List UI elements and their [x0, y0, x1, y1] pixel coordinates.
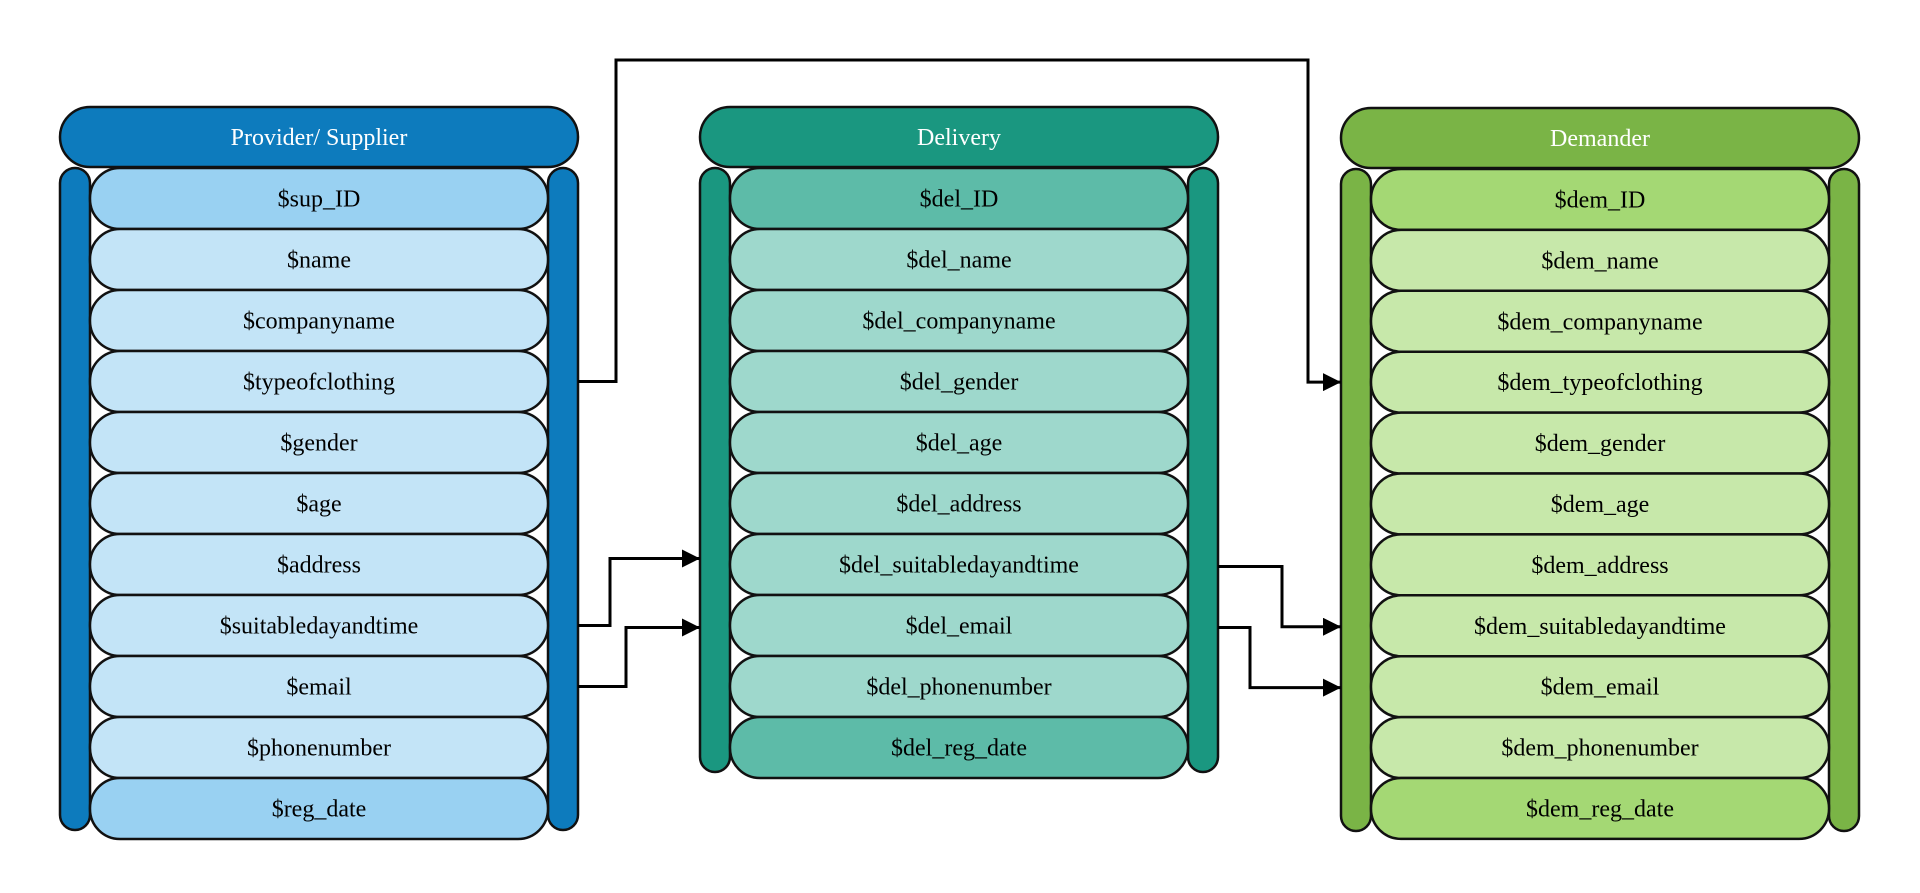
field-label: $address [277, 553, 361, 579]
table-supplier: Provider/ Supplier $sup_ID $name $companyna… [58, 105, 580, 841]
field-label: $dem_age [1551, 492, 1650, 518]
field-label: $del_companyname [862, 309, 1055, 335]
field-label: $sup_ID [278, 187, 361, 213]
field-label: $del_address [896, 492, 1021, 518]
field-row: $sup_ID [88, 166, 550, 231]
field-label: $dem_gender [1535, 431, 1666, 457]
table-right-rail [1186, 166, 1220, 774]
field-row: $del_name [728, 227, 1190, 292]
field-label: $email [286, 675, 352, 701]
field-row: $del_phonenumber [728, 654, 1190, 719]
field-row: $suitabledayandtime [88, 593, 550, 658]
field-row: $del_age [728, 410, 1190, 475]
field-row: $dem_address [1369, 533, 1831, 597]
connector-arrow [578, 618, 700, 688]
table-title: Provider/ Supplier [231, 125, 408, 151]
field-row: $del_ID [728, 166, 1190, 231]
field-label: $age [296, 492, 341, 518]
table-right-rail [546, 166, 580, 832]
field-row: $typeofclothing [88, 349, 550, 414]
field-row: $dem_gender [1369, 411, 1831, 475]
table-left-rail [1339, 167, 1373, 833]
field-label: $dem_email [1541, 675, 1660, 701]
field-label: $dem_name [1541, 248, 1658, 274]
table-left-rail [698, 166, 732, 774]
field-row: $address [88, 532, 550, 597]
field-row: $companyname [88, 288, 550, 353]
field-row: $del_reg_date [728, 715, 1190, 780]
field-label: $dem_phonenumber [1501, 736, 1698, 762]
field-label: $del_suitabledayandtime [839, 553, 1079, 579]
field-label: $del_ID [920, 187, 999, 213]
field-pill [88, 776, 550, 841]
field-row: $dem_ID [1369, 167, 1831, 232]
field-row: $del_address [728, 471, 1190, 536]
field-row: $del_suitabledayandtime [728, 532, 1190, 597]
field-label: $gender [280, 431, 357, 457]
field-row: $phonenumber [88, 715, 550, 780]
field-label: $dem_suitabledayandtime [1474, 614, 1726, 640]
field-row: $dem_companyname [1369, 289, 1831, 353]
field-label: $suitabledayandtime [220, 614, 419, 640]
field-label: $dem_companyname [1497, 309, 1702, 335]
field-row: $dem_email [1369, 654, 1831, 719]
field-label: $typeofclothing [243, 370, 395, 396]
field-row: $dem_phonenumber [1369, 715, 1831, 780]
field-row: $reg_date [88, 776, 550, 841]
field-row: $email [88, 654, 550, 719]
field-row: $dem_suitabledayandtime [1369, 594, 1831, 658]
field-row: $del_companyname [728, 288, 1190, 353]
field-label: $companyname [243, 309, 395, 335]
field-label: $del_age [916, 431, 1003, 457]
connector-arrow [578, 58, 1341, 392]
table-title: Demander [1550, 126, 1650, 152]
connector-arrow [1218, 626, 1341, 697]
field-row: $del_email [728, 593, 1190, 658]
field-row: $dem_age [1369, 472, 1831, 536]
field-label: $del_phonenumber [866, 675, 1051, 701]
table-delivery: Delivery $del_ID $del_name $del_companyname… [698, 105, 1220, 780]
table-demander: Demander $dem_ID $dem_name $dem_companyname… [1339, 106, 1861, 841]
field-label: $del_name [906, 248, 1011, 274]
connector-arrow [1218, 565, 1341, 636]
field-label: $dem_reg_date [1526, 796, 1674, 822]
field-label: $del_email [906, 614, 1013, 640]
field-label: $dem_ID [1555, 187, 1646, 213]
field-row: $gender [88, 410, 550, 475]
table-left-rail [58, 166, 92, 832]
field-label: $dem_address [1531, 553, 1668, 579]
table-right-rail [1827, 167, 1861, 833]
field-label: $del_reg_date [891, 736, 1027, 762]
field-label: $dem_typeofclothing [1497, 370, 1702, 396]
field-row: $name [88, 227, 550, 292]
field-row: $del_gender [728, 349, 1190, 414]
field-pill [728, 715, 1190, 780]
field-label: $reg_date [272, 797, 367, 823]
field-label: $name [287, 248, 351, 274]
connector-arrow [578, 549, 700, 627]
field-row: $dem_name [1369, 228, 1831, 293]
field-row: $dem_typeofclothing [1369, 350, 1831, 414]
field-label: $phonenumber [247, 736, 391, 762]
field-label: $del_gender [900, 370, 1019, 396]
table-title: Delivery [917, 125, 1001, 151]
field-pill [1369, 776, 1831, 841]
field-row: $dem_reg_date [1369, 776, 1831, 841]
field-row: $age [88, 471, 550, 536]
